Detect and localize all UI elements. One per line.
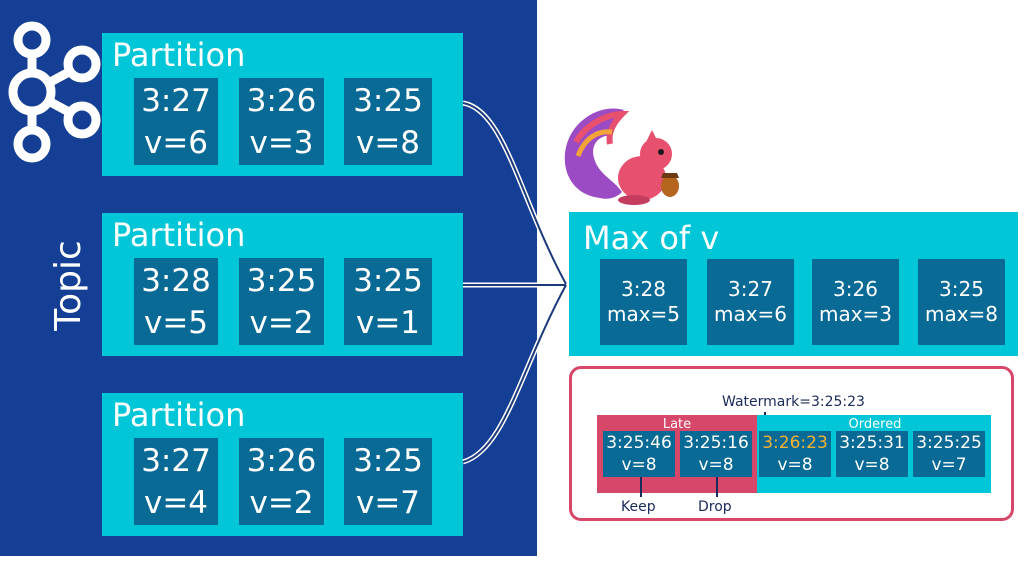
late-label: Late — [662, 417, 692, 432]
watermark-label: Watermark=3:25:23 — [722, 394, 865, 410]
ordered-label: Ordered — [848, 417, 902, 432]
keep-marker — [640, 477, 642, 497]
drop-label: Drop — [698, 499, 732, 515]
kafka-logo-icon — [8, 21, 101, 163]
partition-title: Partition — [112, 396, 246, 434]
partition-title: Partition — [112, 216, 246, 254]
max-title: Max of v — [583, 219, 720, 257]
keep-label: Keep — [621, 499, 656, 515]
partition-title: Partition — [112, 36, 246, 74]
flink-squirrel-logo-icon — [564, 108, 679, 205]
drop-marker — [716, 477, 718, 497]
